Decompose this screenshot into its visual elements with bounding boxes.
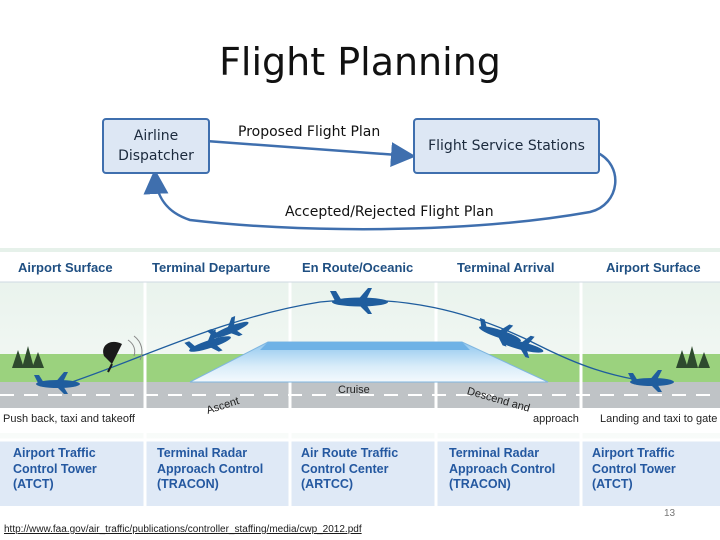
controller-tracon-1: Terminal Radar Approach Control (TRACON) xyxy=(157,446,264,491)
trees-left xyxy=(12,346,44,368)
landing-label: Landing and taxi to gate xyxy=(600,413,718,425)
page-number: 13 xyxy=(664,508,676,519)
flight-service-stations-label: Flight Service Stations xyxy=(428,138,585,154)
cruise-label: Cruise xyxy=(338,384,370,396)
radar-dish-icon xyxy=(103,335,143,373)
phase-header-en-route: En Route/Oceanic xyxy=(302,259,414,275)
plane-icon-takeoff xyxy=(34,372,80,394)
accepted-rejected-label: Accepted/Rejected Flight Plan xyxy=(285,204,494,220)
controller-atct-2: Airport Traffic Control Tower (ATCT) xyxy=(592,446,676,491)
source-link[interactable]: http://www.faa.gov/air_traffic/publicati… xyxy=(4,524,362,535)
plane-icon-climb-high xyxy=(206,316,249,339)
approach-label: approach xyxy=(533,413,579,425)
phase-header-terminal-departure: Terminal Departure xyxy=(152,259,271,275)
airline-dispatcher-label: Airline Dispatcher xyxy=(118,128,194,164)
airline-dispatcher-box: Airline Dispatcher xyxy=(102,118,210,174)
phase-header-terminal-arrival: Terminal Arrival xyxy=(457,259,555,275)
plane-icon-descent-low xyxy=(500,331,544,359)
phase-header-airport-surface-2: Airport Surface xyxy=(606,259,701,275)
controller-artcc: Air Route Traffic Control Center (ARTCC) xyxy=(301,446,399,491)
controller-atct-1: Airport Traffic Control Tower (ATCT) xyxy=(13,446,97,491)
proposed-flight-plan-label: Proposed Flight Plan xyxy=(238,124,381,140)
accepted-plan-arrow xyxy=(143,150,617,231)
controller-tracon-2: Terminal Radar Approach Control (TRACON) xyxy=(449,446,556,491)
trees-right xyxy=(676,346,710,368)
flight-service-stations-box: Flight Service Stations xyxy=(413,118,600,174)
pushback-label: Push back, taxi and takeoff xyxy=(3,413,135,425)
proposed-plan-arrow xyxy=(205,139,416,168)
flight-path xyxy=(59,299,651,387)
phase-header-airport-surface-1: Airport Surface xyxy=(18,259,113,275)
plane-icon-landing xyxy=(628,370,674,392)
flight-phases-panel xyxy=(0,248,720,506)
plane-icon-cruise xyxy=(330,288,388,314)
slide-title: Flight Planning xyxy=(219,40,501,84)
